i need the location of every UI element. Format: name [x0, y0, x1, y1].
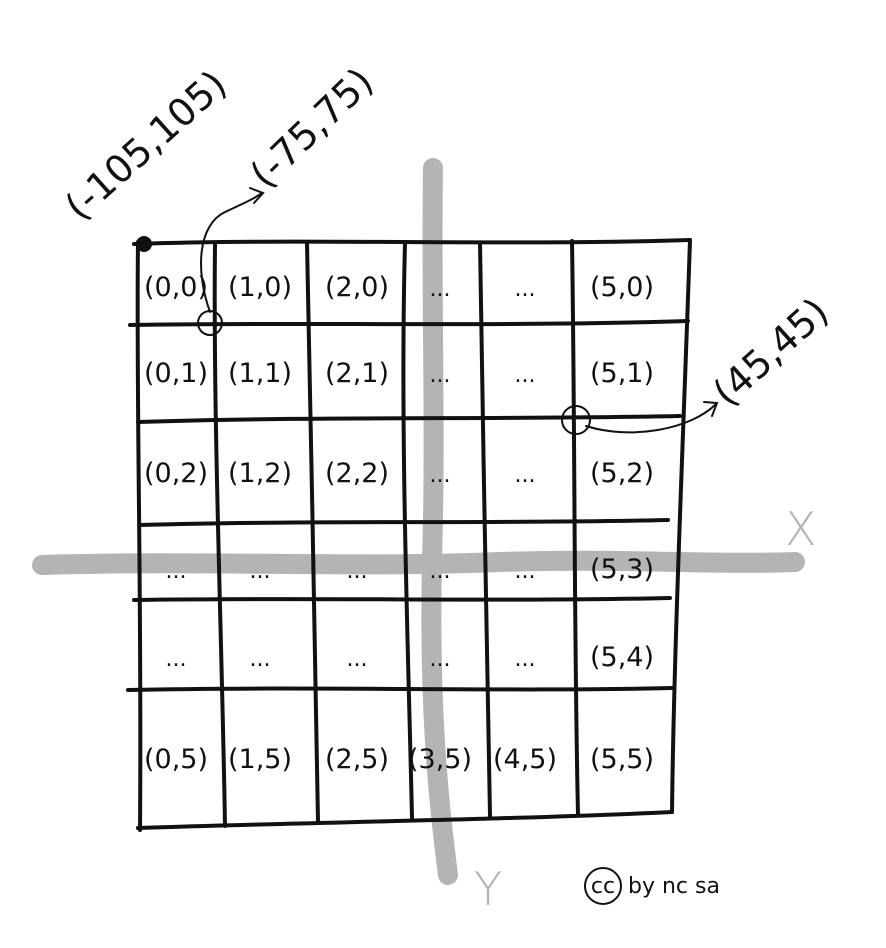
- arrow-head-75: [249, 187, 265, 204]
- cell-label-r0-c0: (0,0): [144, 272, 208, 303]
- annotation-label-45: (45,45): [705, 289, 837, 414]
- cell-label-r1-c3: ...: [430, 363, 451, 388]
- cell-label-r2-c5: (5,2): [590, 458, 654, 489]
- grid-line-h5: [126, 686, 674, 692]
- cell-label-r2-c3: ...: [430, 463, 451, 488]
- cc-badge-circle: [584, 867, 622, 905]
- cell-label-r0-c4: ...: [515, 277, 536, 302]
- cell-label-r2-c2: (2,2): [325, 458, 389, 489]
- cell-label-r3-c4: ...: [515, 559, 536, 584]
- license-text: by nc sa: [628, 874, 720, 899]
- circle-marker-45: [561, 405, 591, 435]
- cell-label-r4-c4: ...: [515, 647, 536, 672]
- cell-label-r3-c5: (5,3): [590, 554, 654, 585]
- cell-label-r0-c5: (5,0): [590, 272, 654, 303]
- annotation-arrows: [200, 187, 719, 434]
- cell-label-r1-c0: (0,1): [144, 358, 208, 389]
- cell-label-r0-c3: ...: [430, 277, 451, 302]
- grid-line-h3: [138, 518, 670, 527]
- cell-label-r2-c4: ...: [515, 463, 536, 488]
- cell-label-r1-c5: (5,1): [590, 358, 654, 389]
- grid-lines: [126, 238, 692, 832]
- cell-label-r4-c3: ...: [430, 647, 451, 672]
- cell-label-r5-c0: (0,5): [144, 744, 208, 775]
- axis-bands: X Y: [32, 158, 817, 916]
- cell-label-r1-c4: ...: [515, 363, 536, 388]
- cell-label-r1-c1: (1,1): [228, 358, 292, 389]
- x-axis-label: X: [785, 502, 817, 556]
- cell-label-r5-c1: (1,5): [228, 744, 292, 775]
- cell-label-r5-c5: (5,5): [590, 744, 654, 775]
- cell-label-r5-c4: (4,5): [493, 744, 557, 775]
- origin-dot-marker: [136, 236, 152, 252]
- cell-labels: (0,0) (1,0) (2,0)...... (5,0) (0,1) (1,1) (2,1…: [144, 272, 654, 775]
- cell-label-r4-c0: ...: [166, 647, 187, 672]
- cc-badge-text: cc: [591, 874, 615, 899]
- cell-label-r1-c2: (2,1): [325, 358, 389, 389]
- grid-line-v4: [478, 241, 492, 818]
- grid-line-v6: [670, 238, 692, 814]
- annotation-markers: [136, 236, 591, 435]
- annotation-label-75: (-75,75): [242, 59, 382, 196]
- grid-line-v1: [212, 243, 227, 828]
- grid-line-v0: [135, 240, 143, 832]
- grid-line-v3: [401, 241, 414, 820]
- grid-line-v2: [305, 241, 320, 824]
- cell-label-r5-c2: (2,5): [325, 744, 389, 775]
- cell-label-r5-c3: (3,5): [408, 744, 472, 775]
- license-credit: cc by nc sa: [584, 867, 720, 905]
- cell-label-r4-c1: ...: [250, 647, 271, 672]
- y-axis-label: Y: [474, 862, 502, 916]
- arrow-head-45: [703, 401, 719, 417]
- arrow-45: [585, 403, 717, 434]
- cell-label-r4-c2: ...: [347, 647, 368, 672]
- cell-label-r3-c2: ...: [347, 559, 368, 584]
- cell-label-r3-c0: ...: [166, 559, 187, 584]
- cell-label-r0-c2: (2,0): [325, 272, 389, 303]
- cell-label-r3-c3: ...: [430, 559, 451, 584]
- grid-line-h0: [132, 238, 692, 246]
- annotation-label-105: (-105,105): [57, 62, 235, 229]
- grid-line-h4: [132, 596, 672, 602]
- cell-label-r2-c0: (0,2): [144, 458, 208, 489]
- grid-line-v5: [570, 239, 580, 816]
- cell-label-r3-c1: ...: [250, 559, 271, 584]
- arrow-75: [200, 192, 263, 313]
- grid-line-h6: [136, 810, 674, 830]
- x-axis-band: [32, 550, 805, 575]
- cell-label-r4-c5: (5,4): [590, 642, 654, 673]
- cell-label-r2-c1: (1,2): [228, 458, 292, 489]
- cell-label-r0-c1: (1,0): [228, 272, 292, 303]
- grid-line-h2: [136, 414, 682, 424]
